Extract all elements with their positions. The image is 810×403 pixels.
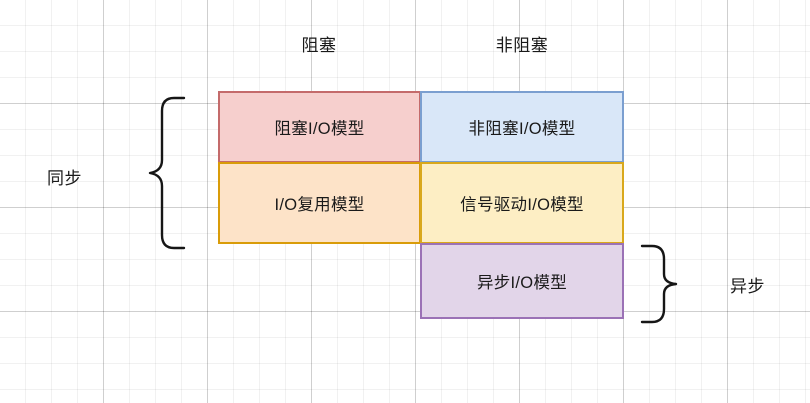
cell-nonblocking-io-model: 非阻塞I/O模型 — [420, 91, 624, 163]
cell-signal-driven-io-model: 信号驱动I/O模型 — [420, 162, 624, 244]
right-curly-brace-icon — [640, 244, 678, 324]
row-group-label-synchronous: 同步 — [47, 169, 82, 188]
cell-blocking-io-model: 阻塞I/O模型 — [218, 91, 421, 163]
column-header-nonblocking: 非阻塞 — [495, 36, 549, 55]
cell-io-multiplexing-model: I/O复用模型 — [218, 162, 421, 244]
column-header-blocking: 阻塞 — [301, 36, 337, 55]
left-curly-brace-icon — [148, 96, 186, 250]
cell-asynchronous-io-model: 异步I/O模型 — [420, 243, 624, 319]
row-group-label-asynchronous: 异步 — [730, 277, 765, 296]
